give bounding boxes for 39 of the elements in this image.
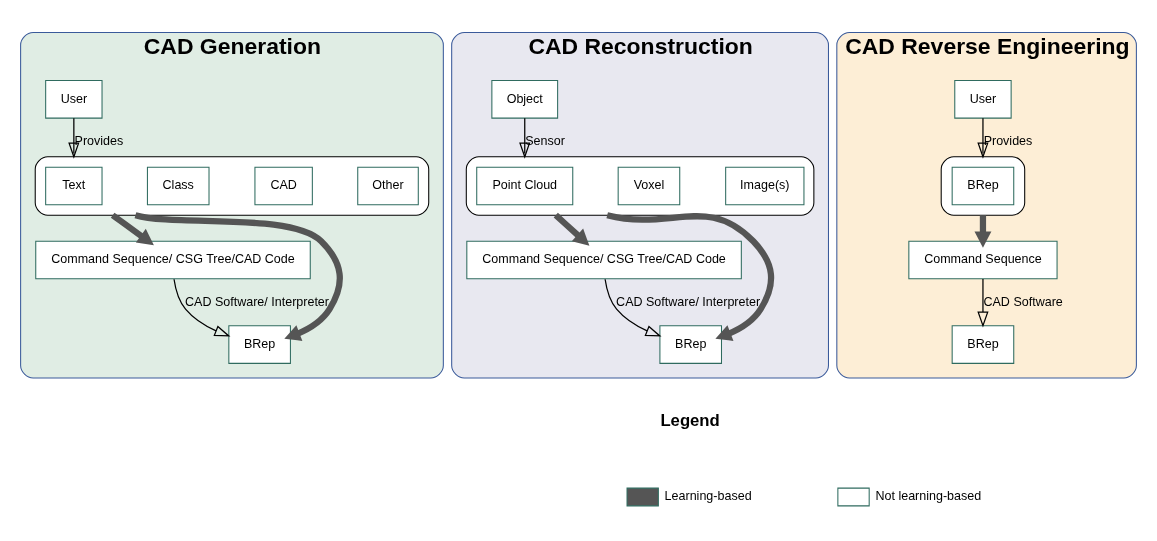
edge-label: CAD Software/ Interpreter — [616, 294, 761, 309]
node-box: Image(s) — [725, 166, 805, 206]
node-box: Point Cloud — [476, 166, 574, 206]
legend-label: Not learning-based — [875, 489, 982, 504]
arrow — [134, 212, 343, 341]
arrow — [173, 278, 231, 337]
arrow — [977, 278, 989, 328]
label: Legend — [660, 410, 720, 430]
node-box: CAD — [254, 166, 313, 206]
cluster — [465, 156, 815, 216]
legend-label: Learning-based — [664, 489, 752, 504]
node-box: Command Sequence/ CSG Tree/CAD Code — [35, 240, 311, 280]
node-box: BRep — [951, 325, 1015, 364]
arrow — [974, 215, 992, 248]
edge-label: CAD Software/ Interpreter — [185, 294, 330, 309]
node-box: BRep — [228, 325, 291, 364]
node-box: BRep — [659, 325, 722, 364]
arrow — [110, 212, 154, 246]
edge-label: CAD Software — [983, 294, 1063, 309]
cluster — [34, 156, 430, 216]
arrow — [977, 117, 989, 159]
arrow — [553, 212, 590, 246]
node-box: Command Sequence — [908, 240, 1058, 280]
node-box: Class — [146, 166, 210, 206]
node-box: Command Sequence/ CSG Tree/CAD Code — [466, 240, 742, 280]
edge-label: Provides — [983, 133, 1033, 148]
arrow — [604, 278, 662, 337]
node-box: User — [45, 80, 103, 119]
node-box: Text — [45, 166, 103, 206]
node-box: Voxel — [617, 166, 681, 206]
arrow — [68, 117, 80, 159]
node-box: User — [954, 80, 1012, 119]
node-box: Other — [357, 166, 419, 206]
node-box: BRep — [951, 166, 1015, 206]
node-box: Object — [491, 80, 559, 119]
arrow — [519, 117, 531, 159]
cluster — [940, 156, 1026, 216]
edge-label: Provides — [74, 133, 124, 148]
edge-label: Sensor — [525, 133, 565, 148]
